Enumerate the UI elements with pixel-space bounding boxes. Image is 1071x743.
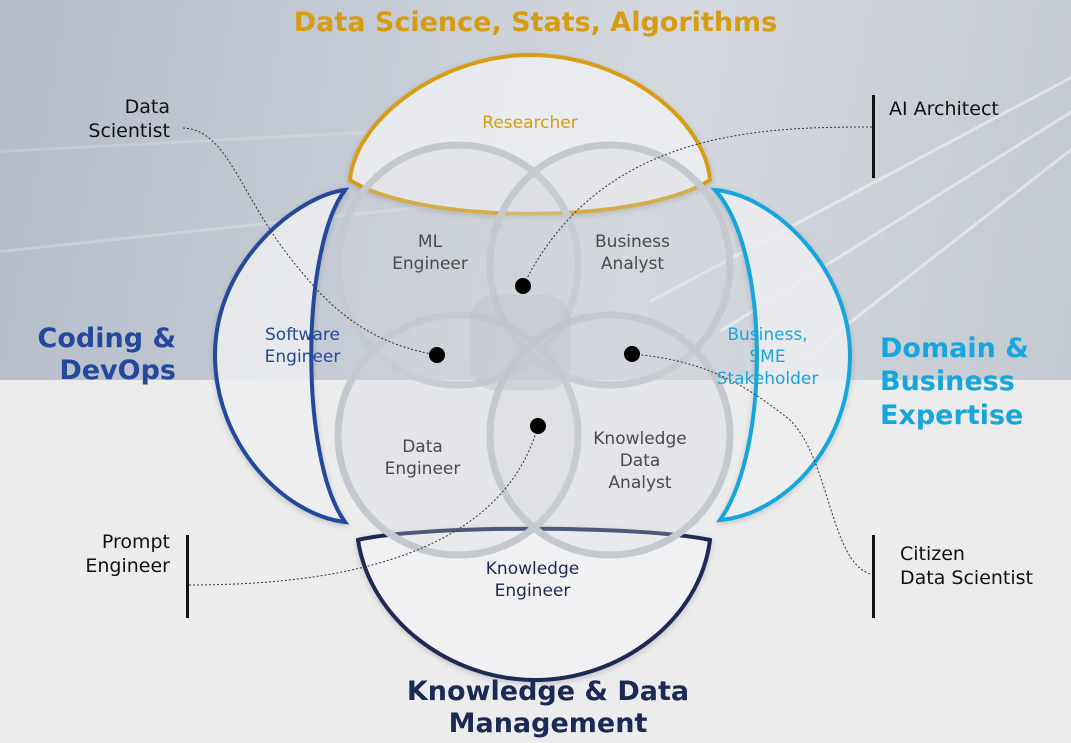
role-kda-line2: Data — [619, 451, 661, 471]
heading-data-science: Data Science, Stats, Algorithms — [293, 7, 778, 38]
role-ml-engineer-line2: Engineer — [392, 254, 468, 274]
intersection-dots — [429, 278, 640, 434]
callout-bar — [872, 95, 875, 178]
heading-knowledge-line2: Management — [448, 708, 648, 739]
callout-prompt-engineer-line2: Engineer — [85, 555, 170, 577]
petal-researcher — [347, 52, 713, 216]
callout-data-scientist: Data Scientist — [40, 95, 170, 143]
role-data-engineer-line1: Data — [402, 437, 443, 457]
callout-citizen-line1: Citizen — [900, 543, 965, 565]
petal-knowledge-engineer — [355, 526, 713, 683]
petal-software-engineer — [212, 187, 350, 525]
role-business-analyst-line2: Analyst — [600, 254, 665, 274]
role-knowledge-engineer-line1: Knowledge — [485, 559, 580, 579]
heading-knowledge-line1: Knowledge & Data — [406, 676, 690, 707]
role-data-engineer-line2: Engineer — [384, 459, 461, 479]
role-kda-line3: Analyst — [608, 473, 672, 493]
callout-prompt-engineer-line1: Prompt — [101, 531, 170, 553]
role-business-analyst: Business Analyst — [570, 231, 695, 275]
heading-domain-line2: Business — [880, 366, 1015, 397]
heading-domain-line1: Domain & — [880, 333, 1029, 364]
callout-data-scientist-line1: Data — [124, 96, 170, 118]
heading-domain-line3: Expertise — [880, 400, 1024, 431]
role-business-sme-stakeholder: Business, SME Stakeholder — [700, 324, 835, 390]
role-software-engineer-line1: Software — [265, 325, 340, 345]
role-software-engineer: Software Engineer — [240, 324, 365, 368]
petal-business-sme — [710, 187, 853, 523]
role-data-engineer: Data Engineer — [360, 436, 485, 480]
callout-data-scientist-line2: Scientist — [88, 120, 170, 142]
role-sme-line2: SME — [749, 347, 786, 367]
callout-citizen-data-scientist: Citizen Data Scientist — [900, 542, 1033, 590]
callout-lines — [182, 126, 873, 586]
role-sme-line3: Stakeholder — [716, 369, 819, 389]
role-knowledge-engineer: Knowledge Engineer — [460, 558, 605, 602]
role-kda-line1: Knowledge — [593, 429, 687, 449]
callout-citizen-line2: Data Scientist — [900, 567, 1033, 589]
center-overlap — [470, 295, 570, 390]
role-knowledge-data-analyst: Knowledge Data Analyst — [570, 428, 710, 494]
role-ml-engineer-line1: ML — [417, 232, 443, 252]
role-business-analyst-line1: Business — [595, 232, 670, 252]
callout-bar — [872, 535, 875, 618]
role-ml-engineer: ML Engineer — [370, 231, 490, 275]
role-software-engineer-line2: Engineer — [264, 347, 341, 367]
overlap-rings — [334, 141, 734, 559]
role-sme-line1: Business, — [727, 325, 808, 345]
callout-prompt-engineer: Prompt Engineer — [40, 530, 170, 578]
heading-coding-line1: Coding & — [37, 323, 176, 354]
role-knowledge-engineer-line2: Engineer — [494, 581, 571, 601]
callout-bar — [186, 535, 189, 618]
callout-ai-architect: AI Architect — [889, 98, 999, 120]
heading-coding-line2: DevOps — [59, 355, 176, 386]
role-researcher: Researcher — [482, 113, 578, 133]
